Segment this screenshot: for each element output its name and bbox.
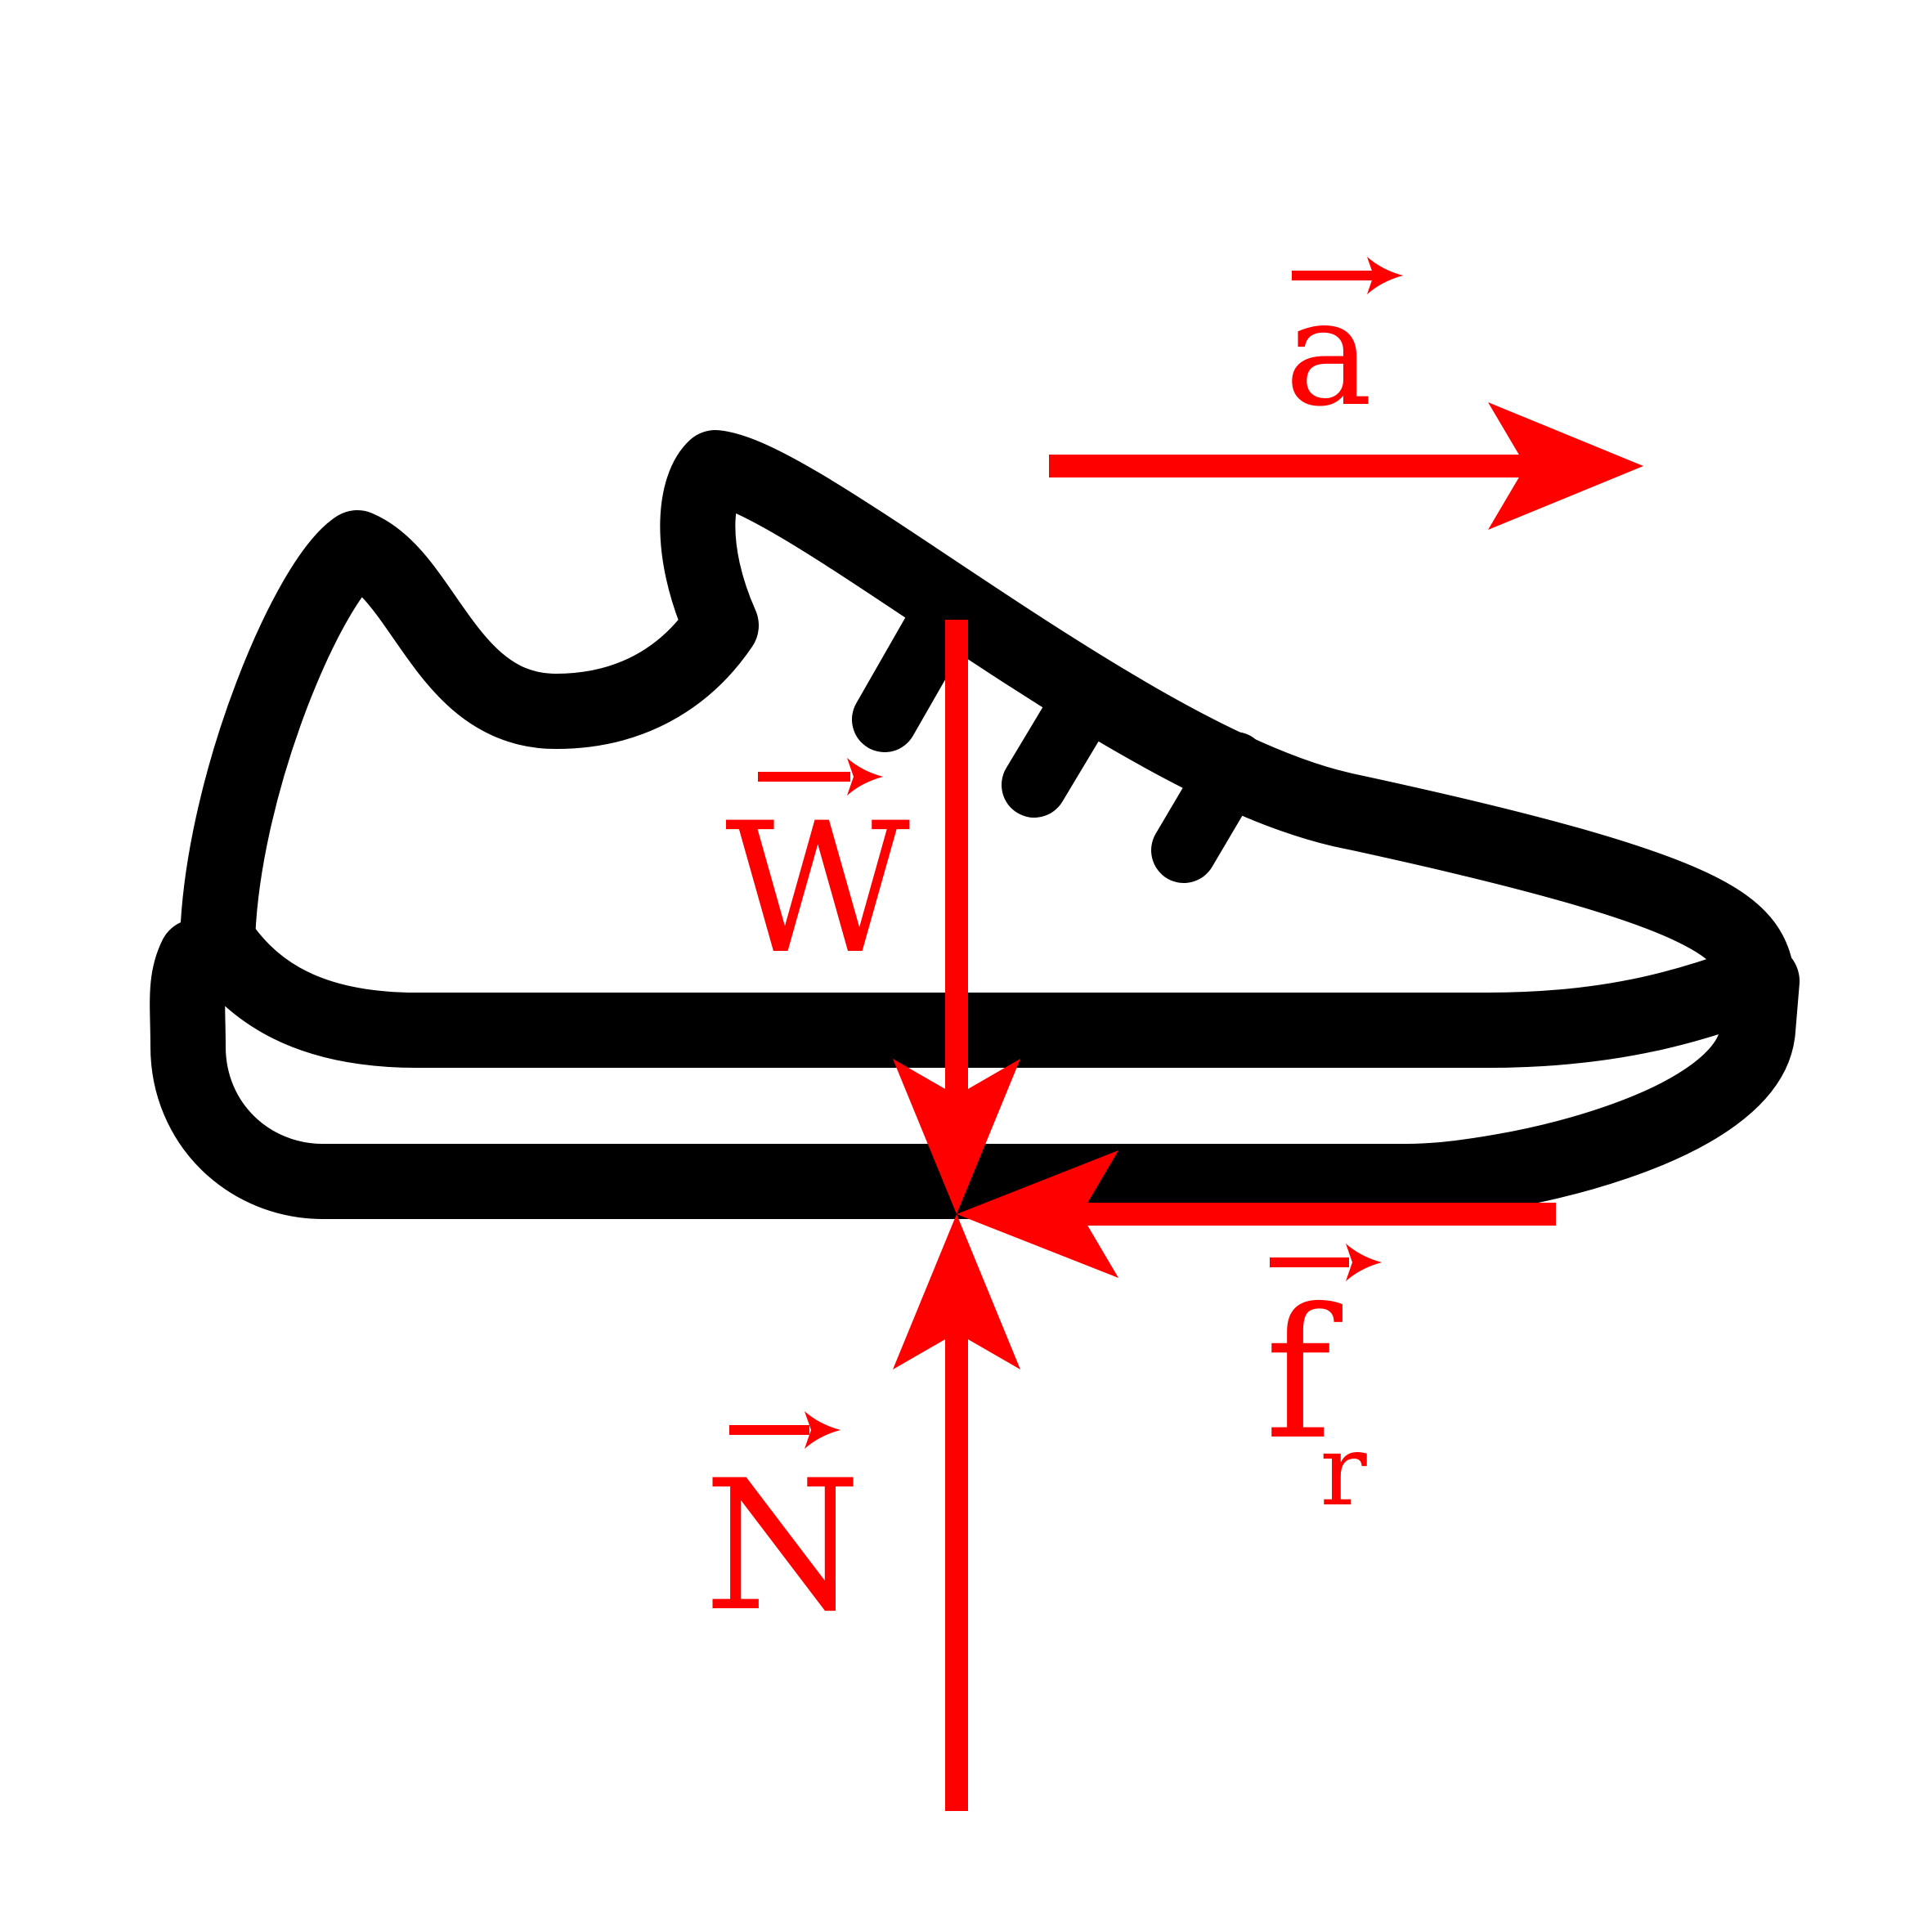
normal-force-symbol: N — [704, 1441, 862, 1651]
shoe-midsole — [180, 903, 1795, 1068]
weight-label: W — [725, 758, 910, 993]
force-arrows — [893, 402, 1643, 1811]
acceleration-label: a — [1284, 257, 1403, 439]
sneaker-icon — [150, 430, 1800, 1219]
shoe-lace-2 — [1002, 666, 1118, 818]
friction-label: f r — [1265, 1244, 1382, 1528]
friction-subscript: r — [1320, 1414, 1367, 1528]
shoe-upper — [180, 430, 1795, 1019]
weight-arrow — [893, 620, 1020, 1214]
shoe-outsole — [150, 919, 1800, 1219]
acceleration-arrow — [1049, 402, 1643, 530]
friction-symbol: f — [1265, 1270, 1343, 1479]
acceleration-symbol: a — [1284, 268, 1372, 439]
weight-symbol: W — [725, 784, 910, 993]
normal-force-label: N — [704, 1411, 862, 1651]
shoe-lace-3 — [1151, 732, 1267, 883]
normal-force-arrow — [893, 1214, 1020, 1811]
friction-arrow — [957, 1150, 1556, 1278]
shoe-lace-1 — [852, 597, 969, 752]
